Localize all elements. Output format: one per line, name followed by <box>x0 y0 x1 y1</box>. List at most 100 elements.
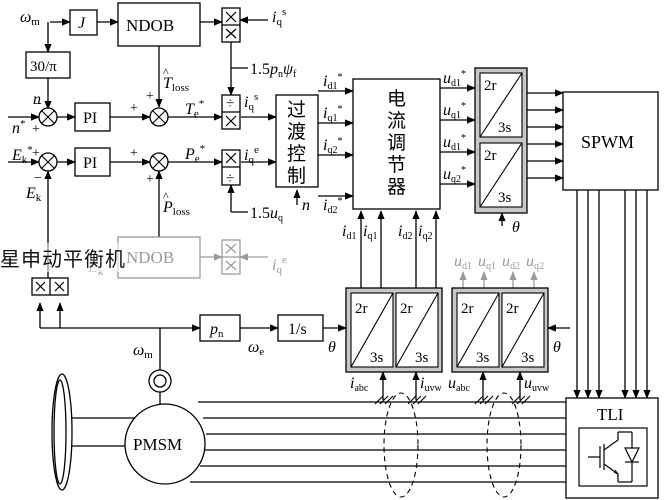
omega-m-top-label: ωm <box>20 9 40 28</box>
pn-block <box>199 314 241 342</box>
tli-label: TLI <box>597 405 624 424</box>
svg-text:节: 节 <box>387 154 406 176</box>
svg-text:3s: 3s <box>498 190 512 206</box>
svg-text:3s: 3s <box>370 350 384 366</box>
sum-signs: − + + + + − + + <box>32 89 154 187</box>
n-feedback-label: n <box>33 91 41 108</box>
tli-switch-icon <box>578 427 648 487</box>
pi-speed-label: PI <box>83 110 97 127</box>
uq-gain-label: 1.5uq <box>250 205 283 224</box>
theta-voltage-label: θ <box>553 339 561 356</box>
spwm-block <box>562 91 659 191</box>
iq-s-label: iqs <box>244 91 258 113</box>
svg-text:3s: 3s <box>415 350 429 366</box>
iq2-feedback-label: iq2 <box>418 223 432 242</box>
svg-text:2r: 2r <box>506 301 519 317</box>
current-regulator-label: 电 流 调 节 器 <box>387 88 406 198</box>
iq-s-input-label: iqs <box>272 6 286 28</box>
current-sensor-ellipse <box>383 392 419 498</box>
svg-text:+: + <box>130 101 138 116</box>
svg-text:控: 控 <box>287 143 306 165</box>
svg-text:2r: 2r <box>484 78 497 94</box>
integrator-block <box>277 314 324 342</box>
svg-text:2r: 2r <box>355 301 368 317</box>
integrator-label: 1/s <box>288 321 307 338</box>
pmsm-label: PMSM <box>133 435 182 454</box>
u-abc-label: uabc <box>448 375 470 394</box>
n-ref-label: n* <box>12 118 26 137</box>
svg-text:+: + <box>146 172 154 187</box>
current-regulator-block <box>352 78 441 210</box>
uq2-ref-label: uq2* <box>443 165 466 185</box>
pi-block-energy <box>74 147 111 177</box>
iq1-ref-label: iq1* <box>323 104 342 124</box>
svg-text:3s: 3s <box>498 120 512 136</box>
n-overmod-label: n <box>302 197 310 214</box>
converter-current-abc-to-dq <box>345 287 443 373</box>
watermark-caption: 星申动平衡机 <box>0 243 126 272</box>
theta-feedback-label: θ <box>328 339 336 356</box>
svg-text:过: 过 <box>287 99 306 121</box>
id1-ref-label: id1* <box>323 72 342 92</box>
svg-text:渡: 渡 <box>287 121 306 143</box>
u-uvw-label: uuvw <box>524 375 550 394</box>
svg-text:3s: 3s <box>476 350 490 366</box>
svg-text:−: − <box>34 97 42 112</box>
divider-top-symbol: ÷ <box>226 96 234 112</box>
svg-text:3s: 3s <box>521 350 535 366</box>
te-ref-label: Te* <box>185 98 204 120</box>
uq1-ref-label: uq1* <box>443 101 466 121</box>
pn-psi-label: 1.5pnψf <box>250 61 297 80</box>
gain-30pi-block <box>25 51 71 79</box>
voltage-sensor-ellipse <box>486 392 522 498</box>
ndob-label: NDOB <box>126 16 174 35</box>
svg-text:电: 电 <box>387 88 406 110</box>
overmod-block <box>275 94 319 188</box>
svg-text:+: + <box>32 122 40 137</box>
svg-text:2r: 2r <box>400 301 413 317</box>
svg-text:制: 制 <box>287 165 306 187</box>
j-label: J <box>78 15 86 32</box>
tli-block <box>565 397 659 499</box>
pmsm-motor <box>124 403 206 485</box>
svg-text:+: + <box>32 146 40 161</box>
converter-dq-to-abc <box>474 67 528 214</box>
uq2-feedback-label: uq2 <box>526 253 544 272</box>
gain-30pi-label: 30/π <box>30 59 57 75</box>
converter-voltage-abc-to-dq <box>451 287 549 373</box>
ud1-ref-label: ud1* <box>443 69 466 89</box>
pi-energy-label: PI <box>83 155 97 172</box>
ndob-block <box>117 2 201 47</box>
id2-feedback-label: id2 <box>398 223 412 242</box>
iq-c-ghost-label: iqe <box>272 254 287 276</box>
ud1-feedback-label: ud1 <box>454 253 472 272</box>
iq1-feedback-label: iq1 <box>363 223 377 242</box>
svg-text:调: 调 <box>387 132 406 154</box>
id1-feedback-label: id1 <box>342 223 356 242</box>
i-uvw-label: iuvw <box>420 375 442 394</box>
omega-e-label: ωe <box>248 339 264 358</box>
uq1-feedback-label: uq1 <box>478 253 496 272</box>
t-loss-hat: ^ <box>163 65 169 79</box>
pe-ref-label: Pe* <box>184 143 205 165</box>
pn-label: pn <box>209 321 224 340</box>
overmod-label: 过 渡 控 制 <box>287 99 306 187</box>
ud2-feedback-label: ud2 <box>502 253 520 272</box>
p-loss-hat: ^ <box>163 189 169 203</box>
svg-text:器: 器 <box>387 177 406 198</box>
ek-feedback-label: Ek <box>25 185 42 204</box>
svg-text:流: 流 <box>387 110 406 132</box>
theta-converter-label: θ <box>512 219 520 236</box>
iq-e-label: iqe <box>244 144 259 166</box>
omega-m-bottom-label: ωm <box>133 342 153 361</box>
converter-labels: 2r 3s 2r 3s 2r 3s 2r 3s 2r 3s 2r 3s <box>355 78 535 366</box>
id2-ref-label: id2* <box>323 196 342 216</box>
ndob-ghost-label: NDOB <box>126 248 174 267</box>
svg-text:+: + <box>130 146 138 161</box>
j-block <box>69 9 98 36</box>
pi-block-speed <box>74 102 111 132</box>
spwm-label: SPWM <box>581 132 634 152</box>
svg-text:−: − <box>34 171 42 186</box>
svg-text:2r: 2r <box>484 148 497 164</box>
